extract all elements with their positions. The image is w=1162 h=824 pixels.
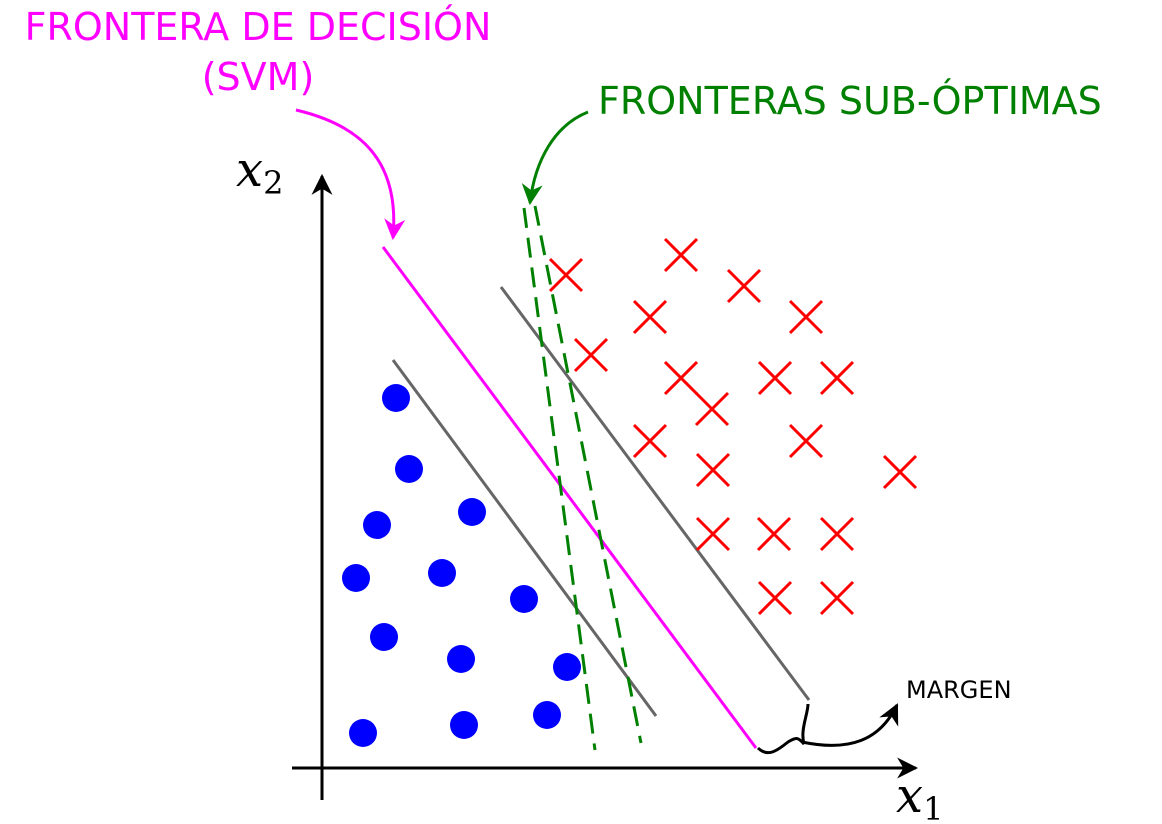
cross-marker [756,516,792,552]
circle-marker [395,455,423,483]
circle-marker [510,585,538,613]
margin-brace [756,703,810,755]
suboptimal-boundary-2 [533,205,643,744]
circle-marker [382,384,410,412]
class-circles [342,384,581,747]
cross-marker [819,580,855,616]
circle-marker [349,719,377,747]
circle-marker [342,564,370,592]
circle-marker [533,701,561,729]
cross-marker [548,257,584,293]
cross-marker [788,423,824,459]
circle-marker [458,498,486,526]
margin-line-lower [391,359,658,717]
suboptimal-pointer-arrow [521,110,589,206]
circle-marker [363,511,391,539]
margin-pointer-arrow [801,703,899,747]
circle-marker [447,645,475,673]
cross-marker [757,580,793,616]
cross-marker [663,237,699,273]
margin-lines [391,286,811,717]
svm-pointer-arrow [295,108,406,241]
cross-marker [694,391,730,427]
svm-decision-boundary [381,246,758,749]
cross-marker [882,454,918,490]
suboptimal-label: FRONTERAS SUB-ÓPTIMAS [598,79,1102,123]
svm-label-line1: FRONTERA DE DECISIÓN [25,5,492,49]
cross-marker [819,360,855,396]
margin-line-upper [499,286,811,701]
cross-marker [726,268,762,304]
cross-marker [695,452,731,488]
x2-axis-label: x2 [236,142,283,202]
cross-marker [632,299,668,335]
cross-marker [695,516,731,552]
cross-marker [663,360,699,396]
suboptimal-boundaries [522,205,643,751]
svm-label-line2: (SVM) [202,55,315,99]
circle-marker [450,711,478,739]
margin-label: MARGEN [906,676,1012,704]
circle-marker [370,623,398,651]
cross-marker [573,337,609,373]
cross-marker [819,516,855,552]
circle-marker [428,559,456,587]
cross-marker [632,423,668,459]
cross-marker [788,299,824,335]
cross-marker [757,360,793,396]
x1-axis-label: x1 [896,768,943,824]
suboptimal-boundary-1 [522,207,597,751]
axes [292,173,919,800]
circle-marker [553,653,581,681]
class-crosses [548,237,918,616]
